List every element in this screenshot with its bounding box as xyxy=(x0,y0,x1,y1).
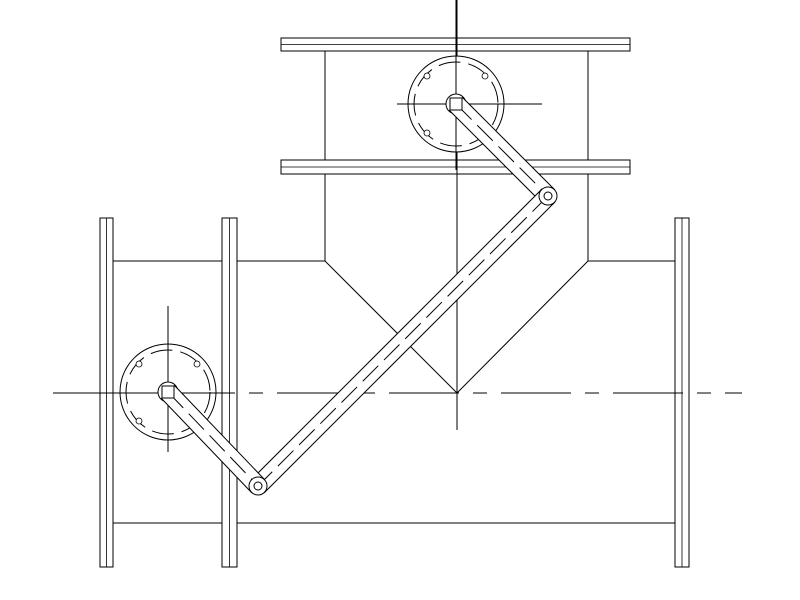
bolt-hole-icon xyxy=(423,129,431,137)
bolt-hole-icon xyxy=(135,360,143,368)
main-pipe-body xyxy=(113,260,675,524)
branch-pipe-body xyxy=(324,51,589,261)
linkage xyxy=(160,96,558,496)
bolt-hole-icon xyxy=(135,417,143,425)
bolt-hole-icon xyxy=(481,72,489,80)
bolt-hole-icon xyxy=(193,360,201,368)
bolt-hole-icon xyxy=(423,72,431,80)
upper-handwheel xyxy=(397,0,542,170)
